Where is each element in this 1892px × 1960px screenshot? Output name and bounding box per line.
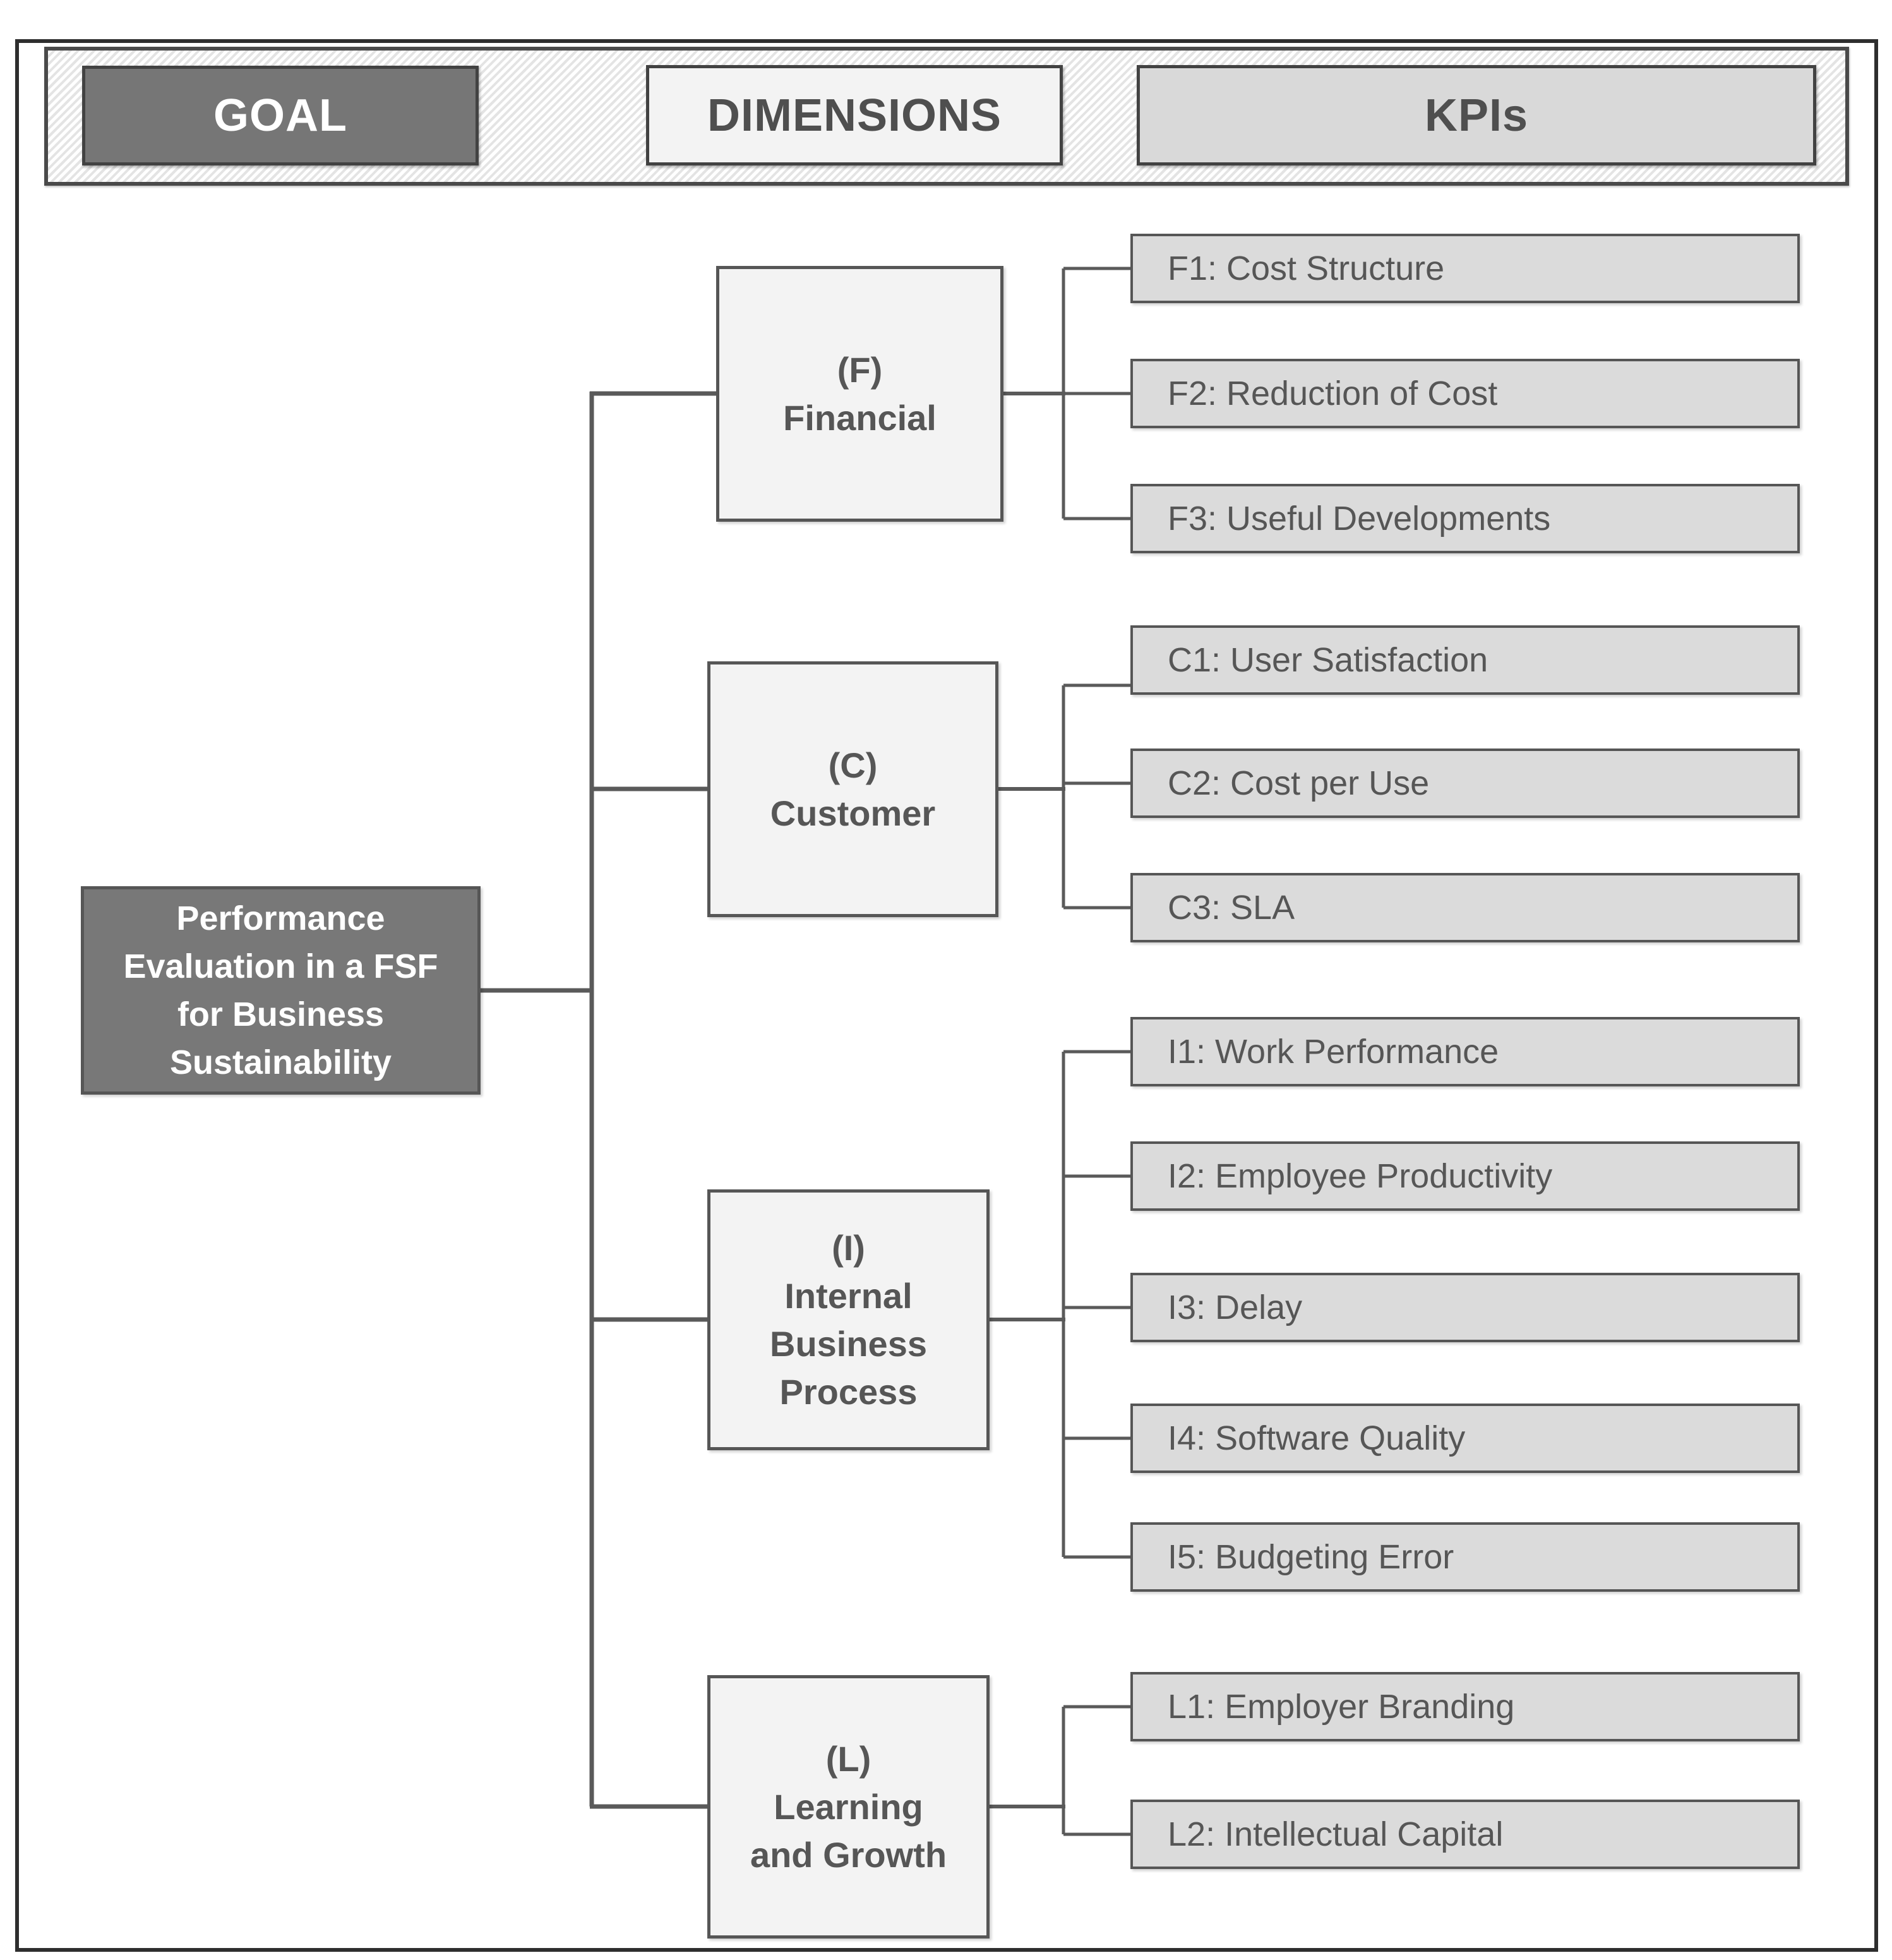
dimension-label: Financial [783,397,937,438]
kpi-label: F2: Reduction of Cost [1168,375,1498,412]
kpi-label: C3: SLA [1168,889,1295,927]
connector-financial-group [1003,267,1130,520]
connector-customer-group [998,683,1130,910]
dimension-label: Internal [784,1275,913,1316]
header-kpis-label: KPIs [1424,90,1529,141]
header-goal: GOAL [82,66,479,165]
header-kpis: KPIs [1137,65,1816,165]
outer-frame [15,39,1878,1952]
dimension-node-learning-and-growth: (L) Learning and Growth [707,1675,990,1939]
header-dimensions-label: DIMENSIONS [707,90,1002,141]
dimension-code: (I) [832,1227,865,1268]
kpi-node-f3: F3: Useful Developments [1130,484,1800,553]
kpi-node-i2: I2: Employee Productivity [1130,1141,1800,1211]
kpi-label: L2: Intellectual Capital [1168,1815,1504,1853]
dimension-label: Customer [770,793,936,833]
kpi-label: C1: User Satisfaction [1168,641,1488,679]
kpi-label: I1: Work Performance [1168,1033,1499,1071]
kpi-label: C2: Cost per Use [1168,764,1430,802]
goal-line: Evaluation in a FSF [123,947,438,985]
dimension-label: and Growth [750,1834,947,1875]
goal-line: for Business [177,995,385,1033]
goal-line: Sustainability [169,1043,392,1081]
dimension-label: Learning [774,1786,923,1827]
kpi-node-i4: I4: Software Quality [1130,1404,1800,1473]
dimension-label: Process [779,1371,918,1412]
kpi-node-l2: L2: Intellectual Capital [1130,1800,1800,1869]
header-goal-label: GOAL [213,90,347,141]
kpi-label: I3: Delay [1168,1289,1303,1326]
kpi-node-i5: I5: Budgeting Error [1130,1522,1800,1592]
dimension-code: (C) [828,745,878,785]
kpi-node-i3: I3: Delay [1130,1273,1800,1342]
header-dimensions: DIMENSIONS [646,65,1063,165]
kpi-node-c2: C2: Cost per Use [1130,749,1800,818]
kpi-label: I2: Employee Productivity [1168,1157,1553,1195]
kpi-node-l1: L1: Employer Branding [1130,1672,1800,1741]
dimension-label: Business [770,1323,927,1364]
kpi-label: I5: Budgeting Error [1168,1538,1454,1576]
goal-node: Performance Evaluation in a FSF for Busi… [81,886,481,1095]
dimension-node-financial: (F) Financial [716,266,1003,522]
dimension-node-customer: (C) Customer [707,661,998,917]
kpi-node-f2: F2: Reduction of Cost [1130,359,1800,428]
goal-line: Performance [176,899,385,937]
connector-internal-group [990,1050,1130,1559]
kpi-node-c1: C1: User Satisfaction [1130,625,1800,695]
dimension-code: (L) [825,1738,871,1779]
dimension-code: (F) [837,349,883,390]
dimension-node-internal-business-process: (I) Internal Business Process [707,1189,990,1450]
connector-learning-group [990,1705,1130,1836]
kpi-label: F1: Cost Structure [1168,250,1445,287]
kpi-node-f1: F1: Cost Structure [1130,234,1800,303]
kpi-label: L1: Employer Branding [1168,1688,1515,1726]
kpi-label: F3: Useful Developments [1168,500,1551,538]
kpi-label: I4: Software Quality [1168,1419,1466,1457]
kpi-node-i1: I1: Work Performance [1130,1017,1800,1086]
connector-trunk [481,391,716,1809]
kpi-node-c3: C3: SLA [1130,873,1800,942]
